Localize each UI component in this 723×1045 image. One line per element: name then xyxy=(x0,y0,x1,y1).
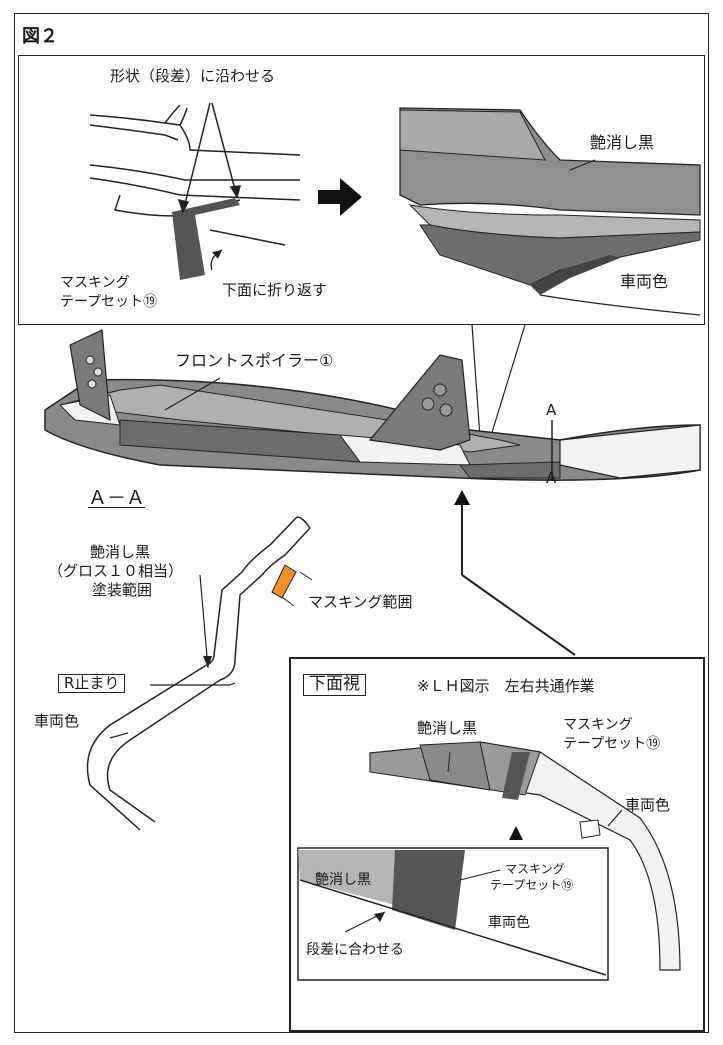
matte-black-label-top: 艶消し黒 xyxy=(590,133,655,152)
conform-arrows xyxy=(177,102,242,214)
front-spoiler-label: フロントスポイラー① xyxy=(175,351,334,370)
fold-label: 下面に折り返す xyxy=(222,281,328,299)
masking-tape-label-line2: テープセット⑲ xyxy=(60,294,158,310)
inset-masking-line2: テープセット⑲ xyxy=(490,878,574,892)
section-body-color-label: 車両色 xyxy=(34,712,80,730)
r-stop-label: R止まり xyxy=(58,674,126,694)
inset-step-label: 段差に合わせる xyxy=(306,942,404,958)
tape-dark-shape xyxy=(172,198,240,280)
section-matte-black-line2: （グロス１０相当） xyxy=(48,562,184,580)
inset-body-color-label: 車両色 xyxy=(488,915,530,931)
inset-masking-line1: マスキング xyxy=(505,862,565,876)
masking-tape-label-line1: マスキング xyxy=(60,275,130,291)
section-matte-black-line1: 艶消し黒 xyxy=(90,543,151,561)
body-color-label-top: 車両色 xyxy=(620,272,669,291)
bottom-matte-black-label: 艶消し黒 xyxy=(417,719,478,737)
section-marker-a-top: A xyxy=(546,401,557,419)
inset-matte-black-label: 艶消し黒 xyxy=(315,872,371,888)
bottom-view-note: ※ＬＨ図示 左右共通作業 xyxy=(417,677,595,695)
right-closeup-sketch xyxy=(399,107,701,316)
next-step-arrow xyxy=(318,178,362,216)
bottom-masking-line1: マスキング xyxy=(563,717,633,733)
section-aa-title: Ａ－Ａ xyxy=(88,487,146,509)
figure-frame xyxy=(14,13,709,1033)
bottom-tape-dark xyxy=(502,752,530,800)
figure-title: 図２ xyxy=(22,26,58,47)
inset-tape-dark xyxy=(392,850,465,930)
section-matte-black-line3: 塗装範囲 xyxy=(92,581,153,599)
left-spoiler-sketch xyxy=(89,104,301,246)
section-marker-a-bottom: A xyxy=(546,469,557,487)
masking-range-patch xyxy=(271,564,297,599)
bottom-masking-line2: テープセット⑲ xyxy=(563,736,661,752)
conform-label: 形状（段差）に沿わせる xyxy=(110,67,276,85)
bottom-body-color-label: 車両色 xyxy=(625,796,671,814)
masking-range-label: マスキング範囲 xyxy=(308,593,413,611)
bottom-view-title: 下面視 xyxy=(303,674,366,696)
